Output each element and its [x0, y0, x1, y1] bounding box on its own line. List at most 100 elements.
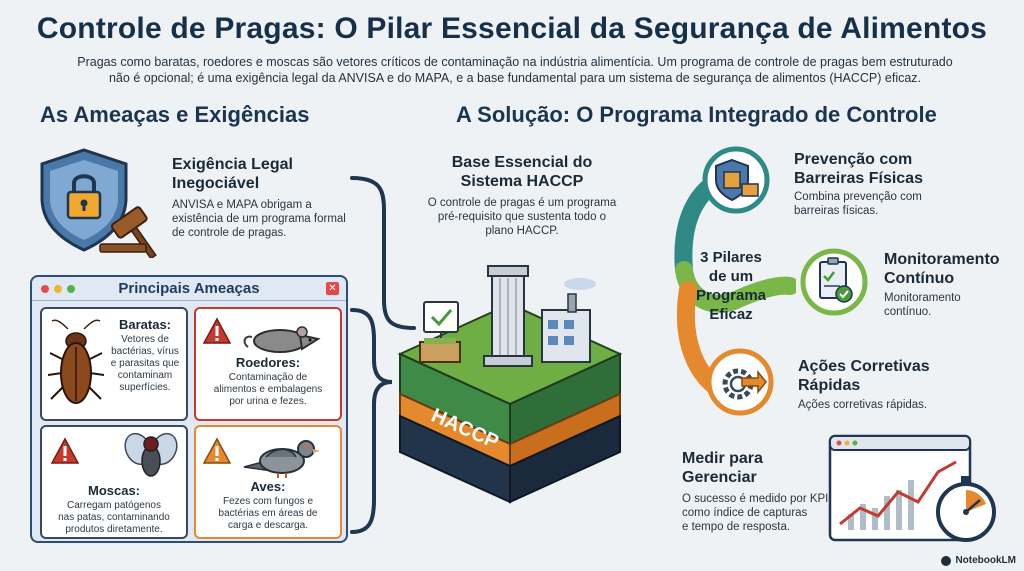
legal-body: ANVISA e MAPA obrigam a existência de um…: [172, 198, 346, 240]
card-line: bactérias, vírus: [111, 346, 179, 357]
measure-title: Medir para Gerenciar: [682, 449, 763, 487]
threats-window: Principais Ameaças ✕ Baratas: Vetores de…: [30, 275, 348, 543]
base-title-line: Sistema HACCP: [460, 173, 584, 190]
card-title: Moscas:: [87, 483, 141, 498]
cockroach-icon: [48, 319, 104, 404]
pillar-body-line: Combina prevenção com: [794, 191, 922, 203]
card-title: Aves:: [250, 479, 286, 494]
intro-text: Pragas como baratas, roedores e moscas s…: [40, 54, 990, 86]
rat-icon: [243, 326, 321, 353]
clipboard-check-icon: [800, 248, 868, 316]
warning-icon: [50, 437, 80, 464]
card-line: Contaminação de: [228, 372, 308, 383]
card-title: Baratas:: [118, 317, 172, 332]
card-line: produtos diretamente.: [65, 524, 163, 535]
pillars-center-line: Programa: [695, 287, 767, 304]
brand-label: NotebookLM: [955, 555, 1016, 566]
legal-body-line: ANVISA e MAPA obrigam a: [172, 199, 312, 211]
kpi-dashboard-icon: [828, 434, 996, 542]
right-section-heading: A Solução: O Programa Integrado de Contr…: [456, 102, 937, 127]
pillar-prevencao-title: Prevenção com Barreiras Físicas: [794, 150, 923, 188]
window-titlebar: Principais Ameaças ✕: [32, 277, 346, 301]
card-line: Fezes com fungos e: [222, 496, 314, 507]
legal-body-line: existência de um programa formal: [172, 213, 346, 225]
card-line: nas patas, contaminando: [58, 512, 170, 523]
measure-body-line: e tempo de resposta.: [682, 521, 791, 533]
measure-body-line: O sucesso é medido por KPIs: [682, 493, 835, 505]
card-line: Vetores de: [121, 334, 169, 345]
fly-icon: [124, 432, 178, 477]
shield-lock-icon: [40, 148, 157, 258]
pillars-center-line: de um: [708, 268, 754, 285]
pillar-title-line: Prevenção com: [794, 151, 913, 168]
pillar-title-line: Barreiras Físicas: [794, 170, 923, 187]
close-icon[interactable]: ✕: [326, 282, 339, 295]
pillars-center-line: 3 Pilares: [700, 249, 762, 266]
threat-card-aves: Aves: Fezes com fungos e bactérias em ár…: [194, 425, 342, 539]
card-line: Carregam patógenos: [67, 500, 161, 511]
window-dot-yellow: [54, 285, 62, 293]
card-text: Moscas: Carregam patógenos nas patas, co…: [44, 483, 184, 536]
base-title-line: Base Essencial do: [451, 154, 593, 171]
base-title: Base Essencial do Sistema HACCP: [420, 153, 624, 191]
card-body: Vetores de bactérias, vírus e parasitas …: [102, 334, 188, 394]
pillar-title-line: Contínuo: [884, 270, 955, 287]
pillar-monitoramento-title: Monitoramento Contínuo: [884, 250, 1000, 288]
card-line: alimentos e embalagens: [213, 384, 323, 395]
pillar-body-line: Monitoramento: [884, 292, 961, 304]
legal-title-line: Exigência Legal: [172, 156, 293, 173]
page-title: Controle de Pragas: O Pilar Essencial da…: [36, 12, 988, 45]
left-section-heading: As Ameaças e Exigências: [40, 102, 310, 127]
measure-body: O sucesso é medido por KPIs como índice …: [682, 492, 834, 534]
pillar-body-line: barreiras físicas.: [794, 205, 879, 217]
card-text: Baratas: Vetores de bactérias, vírus e p…: [102, 317, 188, 394]
legal-title-line: Inegociável: [172, 175, 260, 192]
card-body: Fezes com fungos e bactérias em áreas de…: [198, 496, 338, 532]
threat-card-baratas: Baratas: Vetores de bactérias, vírus e p…: [40, 307, 188, 421]
window-dot-red: [41, 285, 49, 293]
measure-title-line: Medir para: [682, 450, 763, 467]
card-line: carga e descarga.: [227, 520, 309, 531]
pillar-prevencao-body: Combina prevenção com barreiras físicas.: [794, 190, 922, 218]
card-line: contaminam: [117, 370, 173, 381]
warning-icon: [202, 437, 232, 464]
pillar-body-line: contínuo.: [884, 306, 932, 318]
pillar-title-line: Ações Corretivas: [798, 358, 930, 375]
card-line: por urina e fezes.: [229, 396, 307, 407]
card-body: Carregam patógenos nas patas, contaminan…: [44, 500, 184, 536]
legal-title: Exigência Legal Inegociável: [172, 155, 293, 193]
base-body-line: plano HACCP.: [485, 225, 559, 237]
intro-line: não é opcional; é uma exigência legal da…: [108, 71, 922, 85]
pillar-monitoramento-body: Monitoramento contínuo.: [884, 291, 961, 319]
pillar-body-line: Ações corretivas rápidas.: [798, 399, 928, 411]
legal-body-line: de controle de pragas.: [172, 227, 287, 239]
measure-body-line: como índice de capturas: [682, 507, 808, 519]
measure-title-line: Gerenciar: [682, 469, 757, 486]
card-body: Contaminação de alimentos e embalagens p…: [198, 372, 338, 408]
card-text: Aves: Fezes com fungos e bactérias em ár…: [198, 479, 338, 532]
window-dot-green: [67, 285, 75, 293]
pigeon-icon: [243, 440, 320, 478]
pillar-title-line: Monitoramento: [884, 251, 1000, 268]
pillar-title-line: Rápidas: [798, 377, 861, 394]
base-body: O controle de pragas é um programa pré-r…: [410, 196, 634, 238]
card-title: Roedores:: [235, 355, 301, 370]
threat-card-roedores: Roedores: Contaminação de alimentos e em…: [194, 307, 342, 421]
window-title: Principais Ameaças: [118, 280, 260, 297]
haccp-foundation-block: HACCP: [397, 265, 623, 504]
base-body-line: O controle de pragas é um programa: [427, 197, 617, 209]
connector-lines: [350, 176, 416, 534]
card-line: bactérias em áreas de: [218, 508, 318, 519]
threat-card-moscas: Moscas: Carregam patógenos nas patas, co…: [40, 425, 188, 539]
card-line: e parasitas que: [110, 358, 180, 369]
brand-badge: NotebookLM: [941, 555, 1016, 566]
pillar-acoes-body: Ações corretivas rápidas.: [798, 398, 927, 412]
warning-icon: [202, 317, 232, 344]
base-body-line: pré-requisito que sustenta todo o: [437, 211, 607, 223]
notebook-logo-icon: [941, 555, 952, 566]
gear-arrow-icon: [706, 348, 774, 416]
intro-line: Pragas como baratas, roedores e moscas s…: [77, 55, 953, 69]
shield-building-icon: [702, 146, 770, 214]
card-line: superfícies.: [119, 382, 171, 393]
pillar-acoes-title: Ações Corretivas Rápidas: [798, 357, 930, 395]
